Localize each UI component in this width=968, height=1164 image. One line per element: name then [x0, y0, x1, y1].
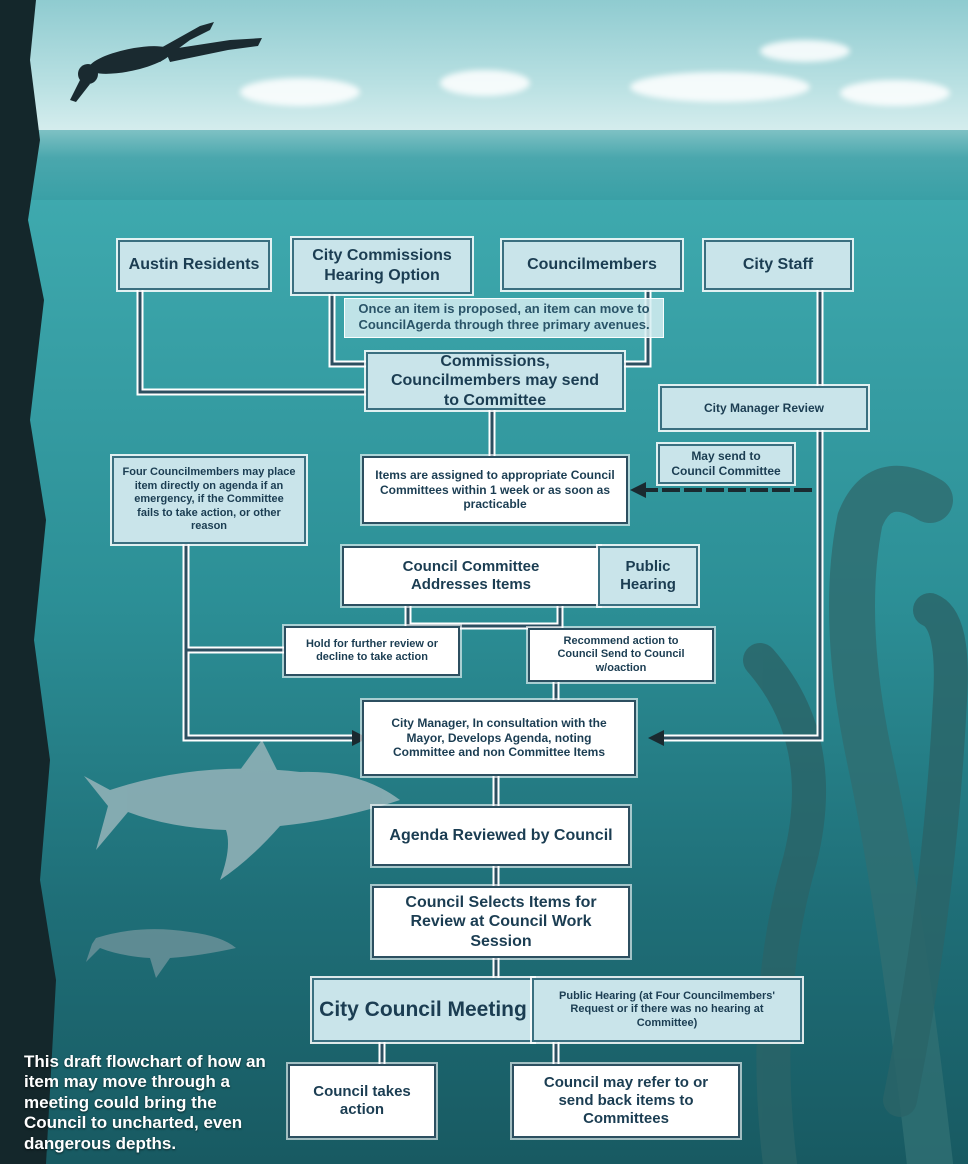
cloud [630, 72, 810, 102]
four-councilmembers-box: Four Councilmembers may place item direc… [112, 456, 306, 544]
councilmembers-box: Councilmembers [502, 240, 682, 290]
may-send-box: May send to Council Committee [658, 444, 794, 484]
caption: This draft flowchart of how an item may … [24, 1052, 266, 1153]
agenda-reviewed-box: Agenda Reviewed by Council [372, 806, 630, 866]
cloud [840, 80, 950, 106]
council-refer-box: Council may refer to or send back items … [512, 1064, 740, 1138]
cloud [760, 40, 850, 62]
city-commissions-box: City Commissions Hearing Option [292, 238, 472, 294]
council-selects-box: Council Selects Items for Review at Coun… [372, 886, 630, 958]
city-manager-review-box: City Manager Review [660, 386, 868, 430]
public-hearing-box: Public Hearing [598, 546, 698, 606]
sea-surface [0, 130, 968, 200]
sky [0, 0, 968, 138]
city-manager-develops-box: City Manager, In consultation with the M… [362, 700, 636, 776]
cloud [440, 70, 530, 96]
cliff [0, 0, 56, 1164]
items-assigned-box: Items are assigned to appropriate Counci… [362, 456, 628, 524]
committee-addresses-box: Council Committee Addresses Items [342, 546, 600, 606]
city-council-meeting-box: City Council Meeting [312, 978, 534, 1042]
tentacle-icon [743, 593, 968, 1164]
council-takes-action-box: Council takes action [288, 1064, 436, 1138]
recommend-action-box: Recommend action to Council Send to Coun… [528, 628, 714, 682]
city-staff-box: City Staff [704, 240, 852, 290]
arrowheads [352, 482, 664, 746]
austin-residents-box: Austin Residents [118, 240, 270, 290]
commissions-send-box: Commissions, Councilmembers may send to … [366, 352, 624, 410]
public-hearing-four-box: Public Hearing (at Four Councilmembers' … [532, 978, 802, 1042]
cloud [240, 78, 360, 106]
hold-review-box: Hold for further review or decline to ta… [284, 626, 460, 676]
shark-icon [86, 929, 236, 978]
shark-icon [84, 740, 400, 880]
avenues-note: Once an item is proposed, an item can mo… [344, 298, 664, 338]
diver-icon [70, 22, 262, 102]
